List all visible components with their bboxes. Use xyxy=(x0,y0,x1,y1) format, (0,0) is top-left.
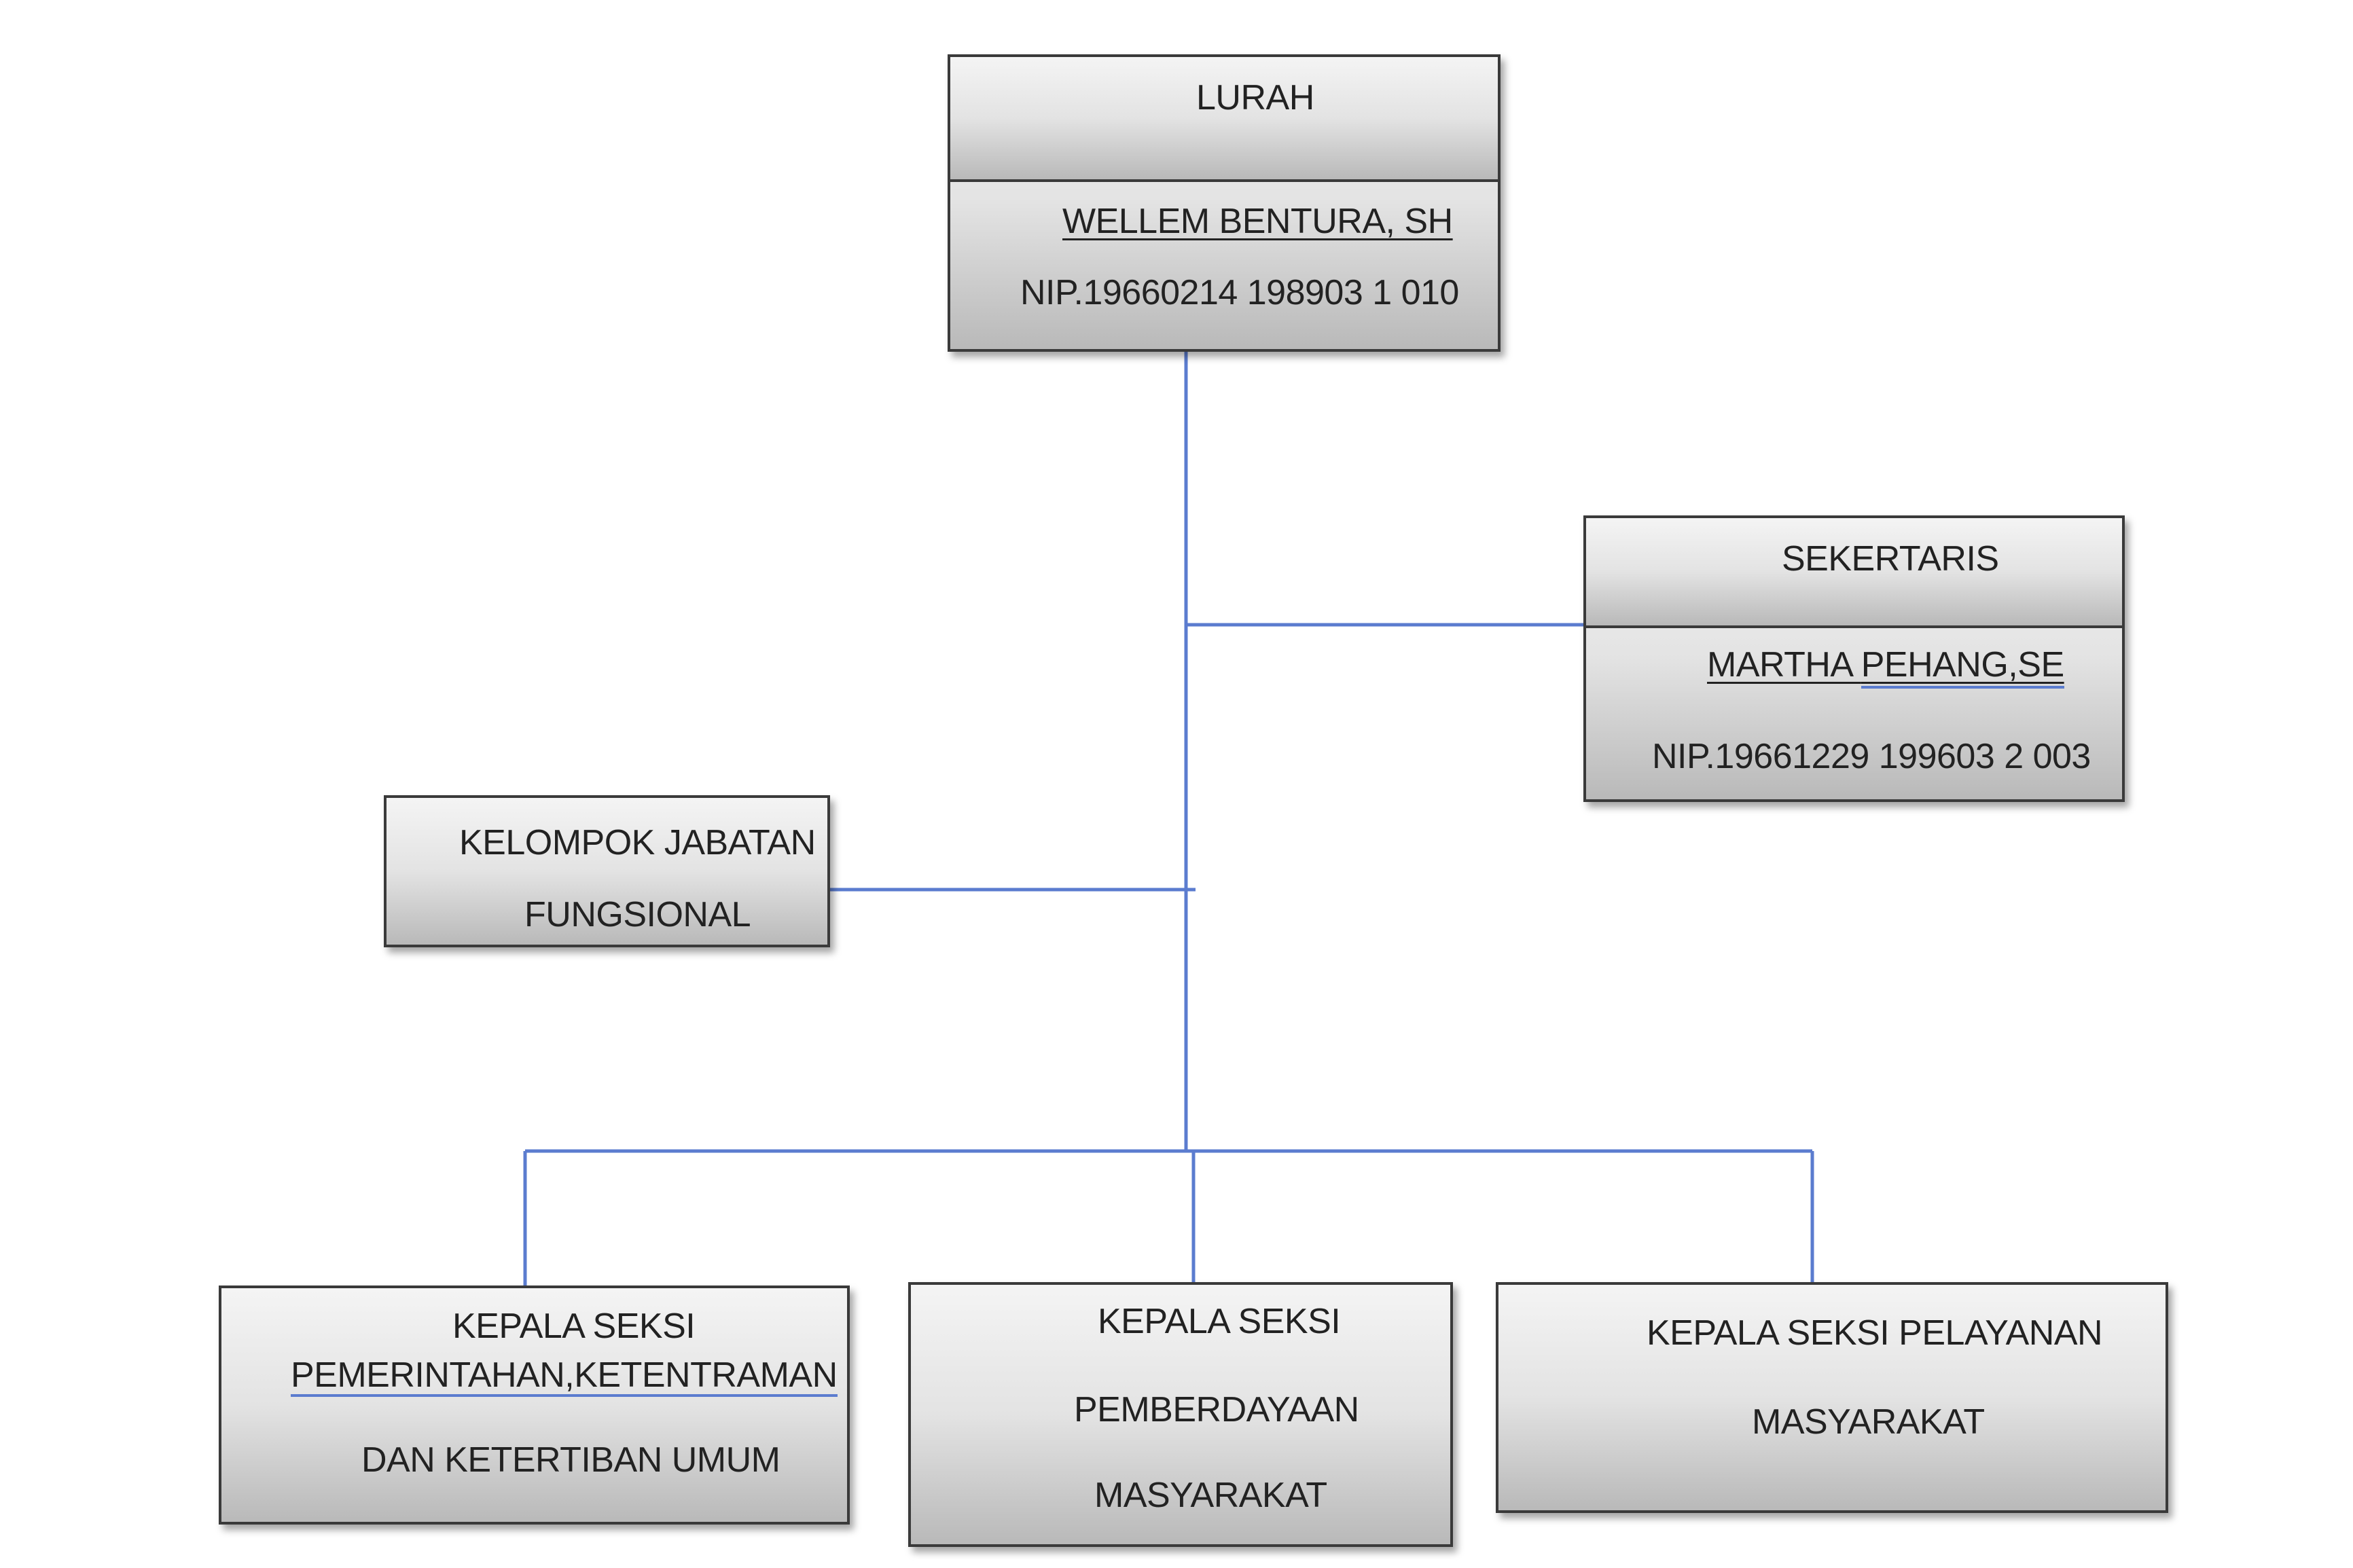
seksi-pemerintahan-line3: DAN KETERTIBAN UMUM xyxy=(361,1440,780,1480)
sekertaris-nip: NIP.19661229 199603 2 003 xyxy=(1652,737,2091,776)
lurah-name: WELLEM BENTURA, SH xyxy=(1062,202,1453,241)
sekertaris-title: SEKERTARIS xyxy=(1782,539,1999,579)
sekertaris-box: SEKERTARIS MARTHA PEHANG,SE NIP.19661229… xyxy=(1583,515,2125,802)
seksi-pemberdayaan-line1: KEPALA SEKSI xyxy=(1098,1302,1341,1341)
lurah-nip: NIP.19660214 198903 1 010 xyxy=(1020,273,1459,312)
seksi-pemberdayaan-box: KEPALA SEKSI PEMBERDAYAAN MASYARAKAT xyxy=(908,1282,1453,1547)
lurah-box: LURAH WELLEM BENTURA, SH NIP.19660214 19… xyxy=(948,54,1501,352)
seksi-pelayanan-box: KEPALA SEKSI PELAYANAN MASYARAKAT xyxy=(1496,1282,2168,1513)
lurah-title: LURAH xyxy=(1196,78,1314,117)
seksi-pemberdayaan-line2: PEMBERDAYAAN xyxy=(1074,1390,1359,1429)
sekertaris-title-cell xyxy=(1586,518,2122,628)
kelompok-line2: FUNGSIONAL xyxy=(524,895,751,934)
seksi-pemerintahan-line2: PEMERINTAHAN,KETENTRAMAN xyxy=(291,1357,838,1397)
seksi-pelayanan-line1: KEPALA SEKSI PELAYANAN xyxy=(1647,1313,2103,1353)
kelompok-jabatan-box: KELOMPOK JABATAN FUNGSIONAL xyxy=(384,795,830,947)
kelompok-line1: KELOMPOK JABATAN xyxy=(459,823,816,862)
lurah-title-cell xyxy=(950,57,1498,182)
sekertaris-name: MARTHA PEHANG,SE xyxy=(1707,645,2064,689)
seksi-pemerintahan-line1: KEPALA SEKSI xyxy=(452,1307,696,1346)
sekertaris-name-part2: PEHANG,SE xyxy=(1861,645,2064,689)
seksi-pelayanan-line2: MASYARAKAT xyxy=(1752,1402,1985,1442)
seksi-pemerintahan-box: KEPALA SEKSI PEMERINTAHAN,KETENTRAMAN DA… xyxy=(219,1286,850,1525)
sekertaris-name-part1: MARTHA xyxy=(1707,645,1861,685)
seksi-pemberdayaan-line3: MASYARAKAT xyxy=(1094,1476,1327,1515)
